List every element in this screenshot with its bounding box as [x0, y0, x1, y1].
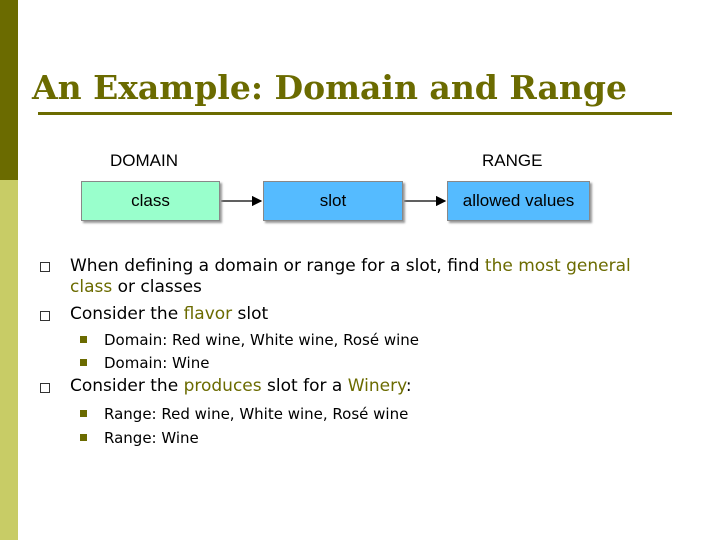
sub-bullet-square-icon [80, 336, 87, 343]
bullet-1-text-end: or classes [112, 277, 202, 297]
bullet-3-text: Consider the [70, 376, 184, 396]
bullet-2: Consider the flavor slot [70, 304, 670, 325]
bullet-1-text: When defining a domain or range for a sl… [70, 256, 485, 276]
bullet-2-text-end: slot [232, 304, 269, 324]
bullet-1: When defining a domain or range for a sl… [70, 256, 670, 298]
bullet-3: Consider the produces slot for a Winery: [70, 376, 670, 397]
bullet-1-highlight: the most general class [70, 256, 631, 297]
left-stripe-dark [0, 0, 18, 180]
allowed-values-box: allowed values [447, 181, 590, 221]
class-box: class [81, 181, 220, 221]
bullet-2-highlight: flavor [183, 304, 233, 324]
left-stripe-light [0, 180, 18, 540]
allowed-values-box-label: allowed values [462, 191, 575, 210]
slide-title: An Example: Domain and Range [32, 68, 627, 107]
bullet-3-highlight-winery: Winery [347, 376, 406, 396]
bullet-2-sub-1: Domain: Red wine, White wine, Rosé wine [104, 331, 419, 349]
bullet-3-sub-2: Range: Wine [104, 429, 199, 447]
sub-bullet-square-icon [80, 359, 87, 366]
sub-bullet-square-icon [80, 410, 87, 417]
bullet-3-text-mid: slot for a [261, 376, 348, 396]
bullet-2-text: Consider the [70, 304, 184, 324]
range-label: RANGE [482, 151, 543, 170]
bullet-square-icon [40, 311, 50, 321]
domain-label: DOMAIN [110, 151, 178, 170]
title-underline [38, 112, 672, 115]
bullet-3-text-end: : [405, 376, 412, 396]
slot-box: slot [263, 181, 403, 221]
bullet-2-sub-2: Domain: Wine [104, 354, 210, 372]
bullet-square-icon [40, 262, 50, 272]
bullet-3-highlight-produces: produces [183, 376, 262, 396]
bullet-3-sub-1: Range: Red wine, White wine, Rosé wine [104, 405, 409, 423]
class-box-label: class [131, 191, 170, 210]
slot-box-label: slot [319, 191, 347, 210]
bullet-square-icon [40, 383, 50, 393]
sub-bullet-square-icon [80, 434, 87, 441]
